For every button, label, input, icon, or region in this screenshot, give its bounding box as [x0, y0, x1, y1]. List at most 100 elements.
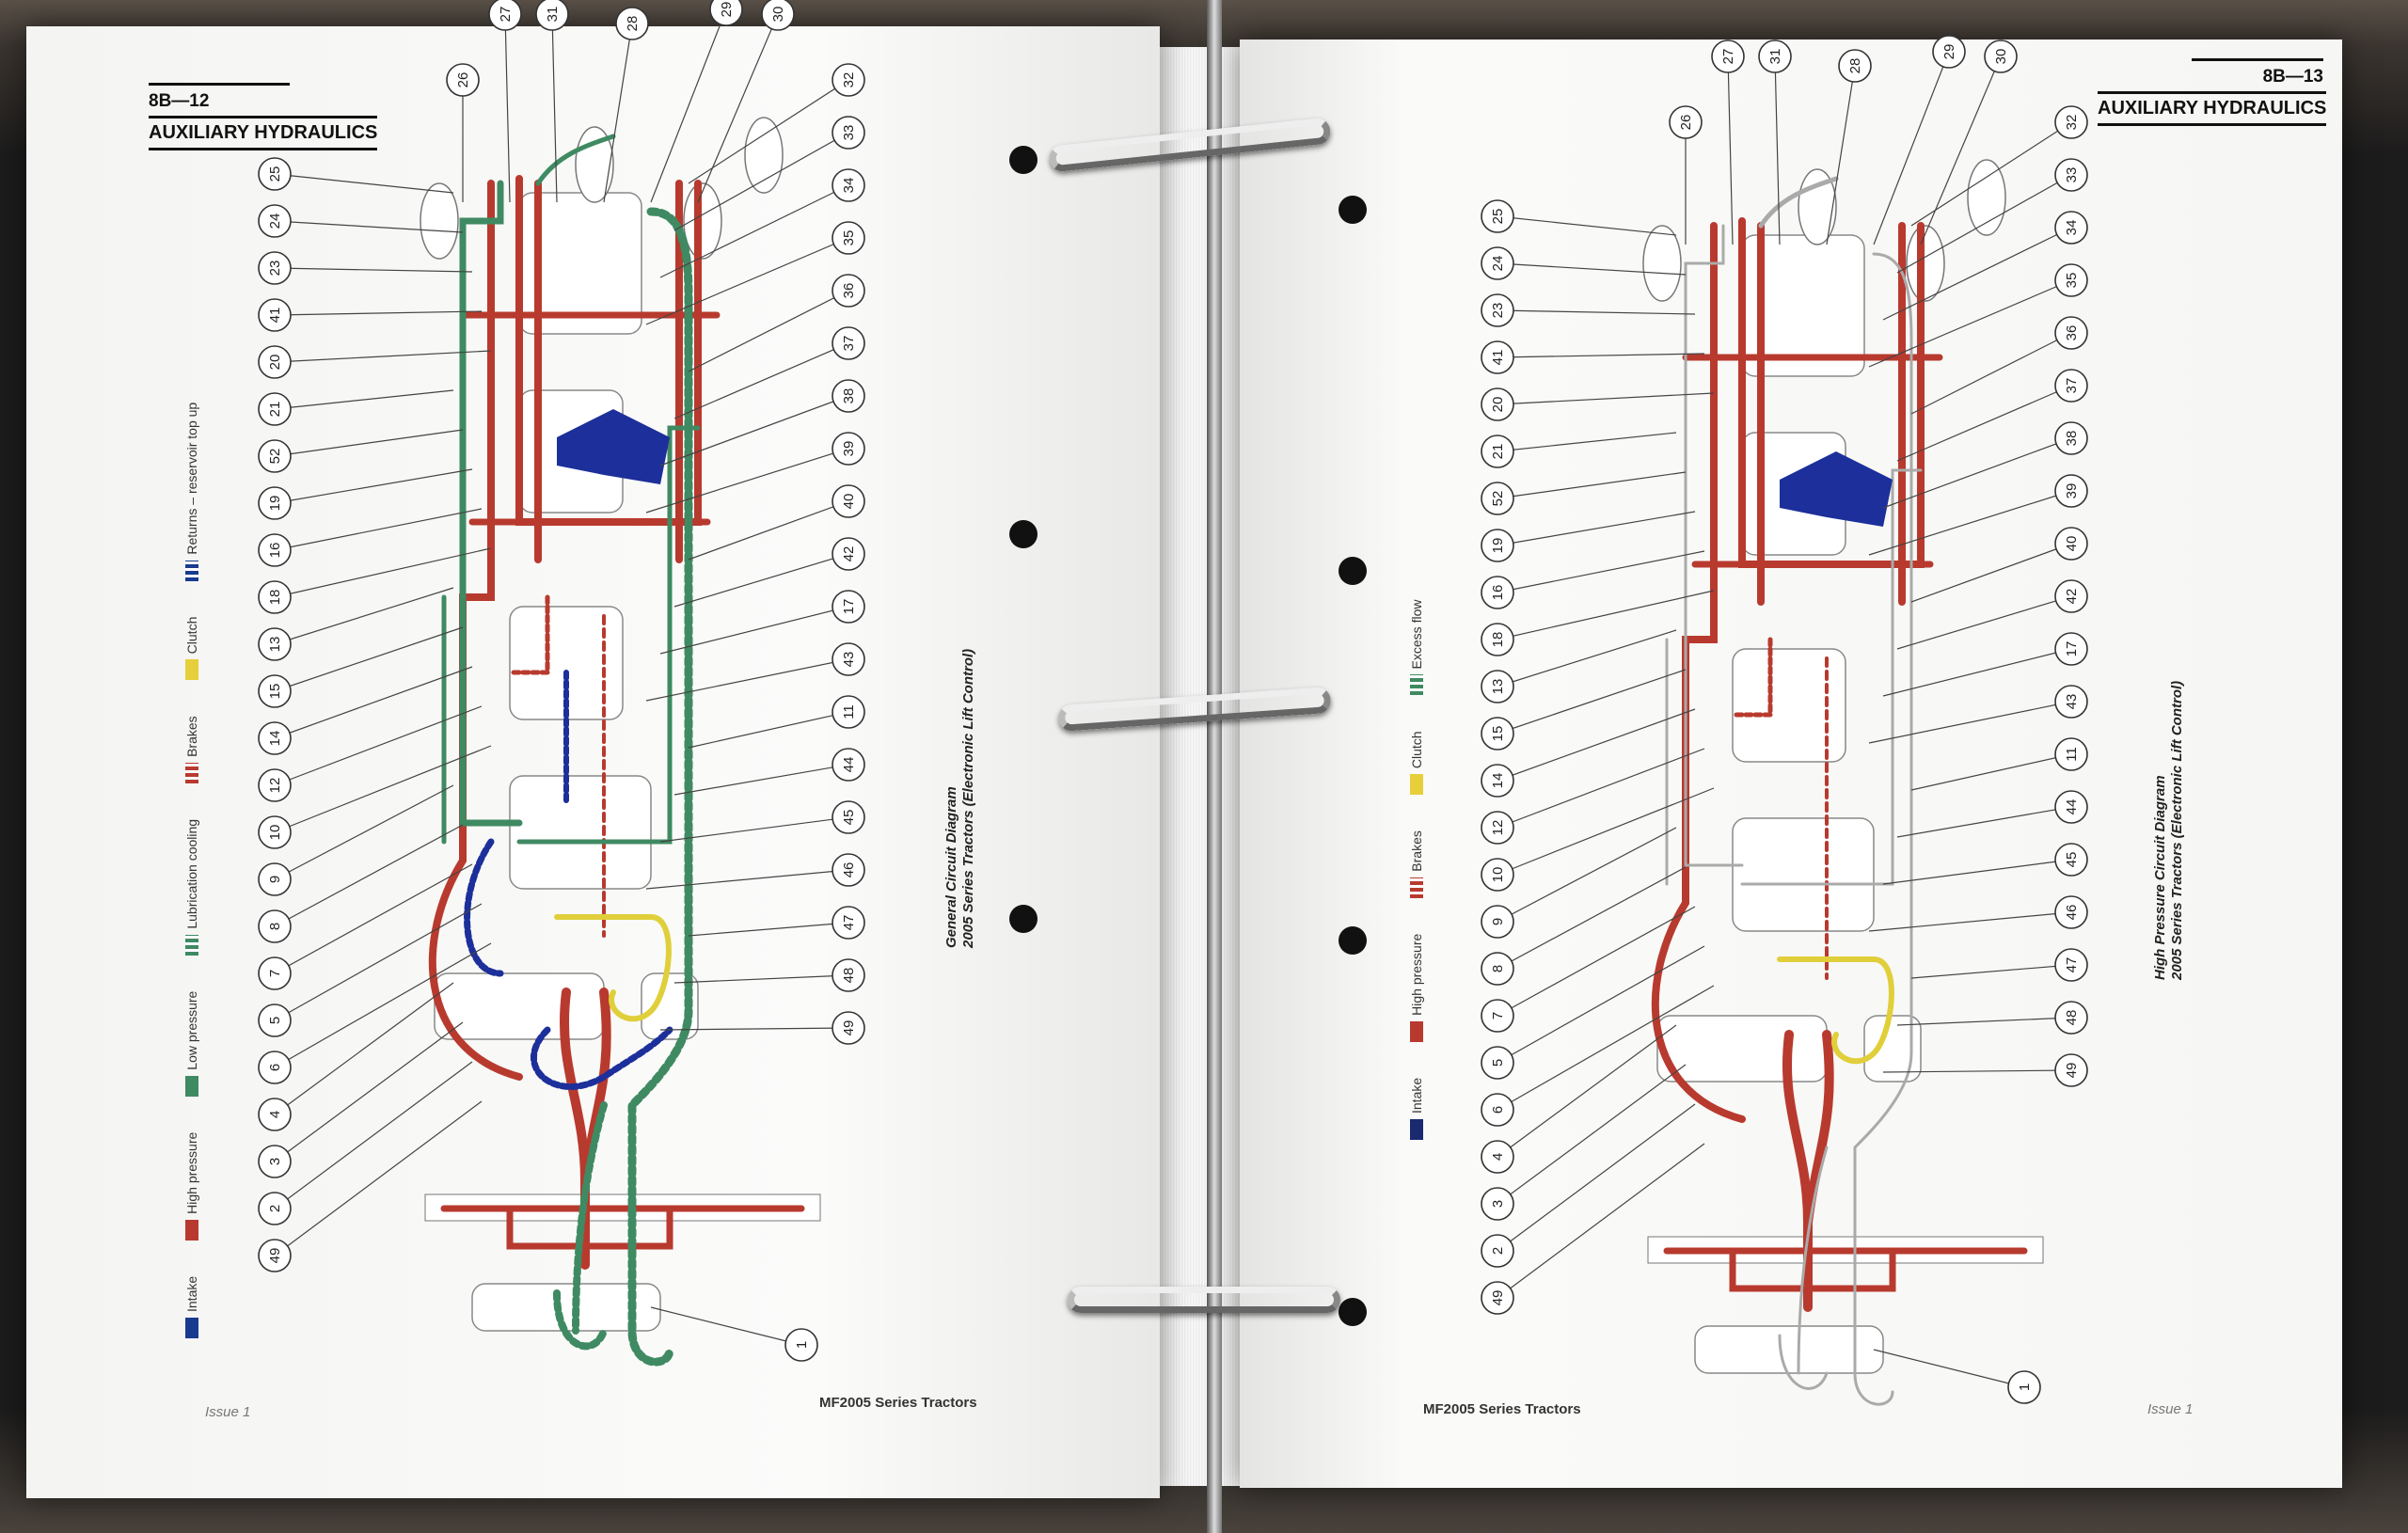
callout-circle [1481, 1187, 1514, 1221]
leader-line [673, 974, 849, 984]
leader-line [1873, 51, 1950, 245]
callout-number: 10 [267, 825, 283, 841]
leader-line [1497, 827, 1677, 923]
leader-line [274, 468, 473, 504]
callout-number: 2 [267, 1205, 283, 1212]
callout-number: 3 [1490, 1200, 1506, 1208]
page-code: 8B—12 [149, 83, 290, 112]
callout-number: 8 [1490, 965, 1506, 972]
callout-circle [2054, 1053, 2088, 1087]
callout-circle [1481, 435, 1514, 468]
callout-circle [1711, 40, 1745, 73]
leader-line [650, 1306, 802, 1346]
callout-number: 19 [267, 496, 283, 512]
leader-line [1896, 385, 2072, 462]
callout-circle [832, 853, 865, 887]
hydraulic-line [1684, 224, 1744, 867]
callout-circle [832, 116, 865, 150]
callout-circle [832, 906, 865, 940]
callout-circle [2054, 421, 2088, 455]
hydraulic-line [1778, 1146, 1829, 1390]
callout-number: 39 [2064, 483, 2080, 499]
leader-line [673, 132, 849, 231]
callout-circle [1838, 49, 1872, 83]
leader-line [1868, 279, 2072, 368]
leader-line [1497, 708, 1696, 782]
callout-circle [784, 1328, 818, 1362]
leader-line [274, 1021, 464, 1162]
callout-number: 42 [841, 546, 857, 562]
hydraulic-line [553, 1101, 608, 1351]
hydraulic-line [459, 180, 523, 827]
leader-line [645, 237, 849, 325]
callout-circle [832, 537, 865, 571]
callout-number: 34 [2064, 220, 2080, 236]
leader-line [1896, 806, 2072, 838]
callout-number: 20 [1490, 397, 1506, 413]
callout-circle [2054, 790, 2088, 824]
callout-number: 37 [841, 336, 857, 352]
callout-number: 35 [841, 230, 857, 246]
leader-line [274, 626, 464, 692]
callout-circle [615, 7, 649, 40]
callout-circle [258, 439, 292, 473]
leader-line [274, 310, 483, 316]
callout-circle [2054, 579, 2088, 613]
callout-circle [446, 63, 480, 97]
leader-line [1868, 911, 2072, 932]
leader-line [1497, 392, 1715, 405]
callout-number: 42 [2064, 589, 2080, 605]
callout-number: 35 [2064, 273, 2080, 289]
callout-circle [258, 580, 292, 614]
leader-line [688, 290, 849, 372]
leader-line [673, 553, 849, 608]
callout-number: 36 [841, 283, 857, 299]
callout-circle [1481, 1281, 1514, 1315]
footer-title: MF2005 Series Tractors [1423, 1401, 1581, 1417]
leader-line [659, 395, 849, 466]
leader-line [645, 869, 849, 890]
leader-line [1920, 55, 2002, 245]
callout-number: 49 [1490, 1290, 1506, 1306]
callout-circle [488, 0, 522, 31]
callout-circle [1481, 1140, 1514, 1174]
callout-number: 37 [2064, 378, 2080, 394]
callout-circle [1481, 858, 1514, 892]
leader-line [1497, 629, 1677, 687]
leader-line [274, 350, 492, 363]
callout-number: 2 [1490, 1247, 1506, 1255]
hydraulic-line [464, 838, 673, 1090]
callout-number: 30 [770, 7, 786, 23]
callout-number: 23 [267, 261, 283, 277]
callout-circle [1481, 999, 1514, 1033]
hydraulic-line [627, 207, 693, 1367]
callout-number: 7 [1490, 1012, 1506, 1019]
leader-line [1882, 227, 2072, 321]
callout-number: 17 [841, 599, 857, 615]
callout-number: 32 [841, 72, 857, 88]
callout-circle [2054, 263, 2088, 297]
leader-line [645, 448, 849, 514]
callout-number: 24 [267, 213, 283, 229]
leader-line [673, 342, 849, 419]
callout-circle [709, 0, 743, 26]
callout-circle [832, 274, 865, 308]
leader-line [274, 705, 483, 786]
leader-line [1497, 1143, 1705, 1299]
callout-circle [535, 0, 569, 31]
callout-number: 5 [1490, 1059, 1506, 1067]
callout-number: 14 [1490, 773, 1506, 789]
leader-line [1497, 215, 1677, 236]
callout-number: 27 [498, 7, 514, 23]
leader-line [274, 508, 483, 551]
callout-number: 11 [2064, 747, 2080, 762]
cylinder-icon [420, 182, 459, 260]
callout-number: 29 [1941, 44, 1957, 60]
binder-spine [1207, 0, 1222, 1533]
callout-circle [1481, 623, 1514, 656]
callout-number: 44 [841, 757, 857, 773]
leader-line [1497, 985, 1715, 1111]
component-outline [1732, 648, 1846, 763]
component-outline [1656, 1015, 1828, 1083]
